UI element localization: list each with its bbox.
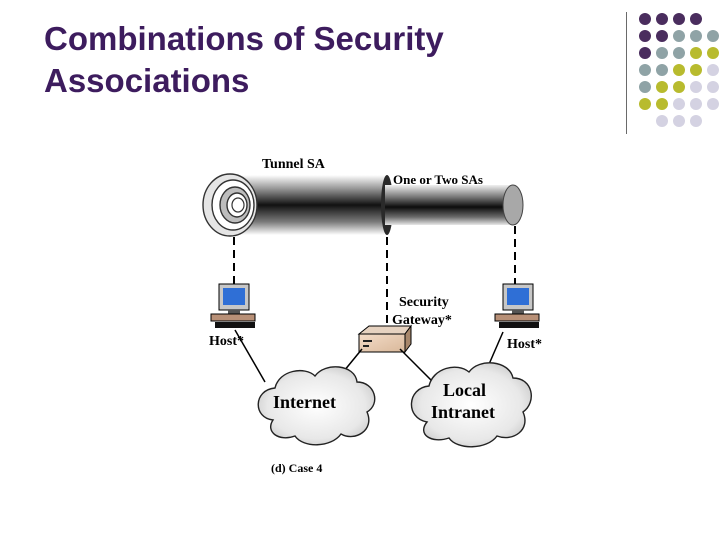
dot <box>639 98 651 110</box>
dot <box>656 81 668 93</box>
dot <box>673 115 685 127</box>
internet-cloud-icon <box>257 366 376 446</box>
dot <box>707 47 719 59</box>
dot <box>690 98 702 110</box>
gateway-label-line-2: Gateway* <box>392 313 452 328</box>
inner-sa-label: One or Two SAs <box>393 172 483 187</box>
slide-title-line-2: Associations <box>44 62 250 99</box>
decorative-dot-grid <box>639 13 719 127</box>
dot <box>673 81 685 93</box>
left-host-label: Host* <box>209 334 244 349</box>
dot <box>673 64 685 76</box>
dashed-connectors <box>233 226 516 325</box>
intranet-cloud-icon <box>410 362 532 448</box>
dot <box>639 47 651 59</box>
dot <box>639 13 651 25</box>
dot <box>707 81 719 93</box>
dot <box>656 47 668 59</box>
dot <box>690 115 702 127</box>
dot <box>690 13 702 25</box>
dot <box>639 30 651 42</box>
dot <box>656 30 668 42</box>
dot <box>673 30 685 42</box>
intranet-label-line-1: Local <box>443 380 486 400</box>
gateway-label-line-1: Security <box>399 295 449 310</box>
internet-label: Internet <box>273 392 336 412</box>
dot <box>639 81 651 93</box>
dot <box>707 64 719 76</box>
tunnel-sa-label: Tunnel SA <box>262 157 326 172</box>
dot <box>707 98 719 110</box>
decorative-divider <box>626 12 627 134</box>
left-host-computer-icon <box>210 283 256 328</box>
dot <box>690 81 702 93</box>
dot <box>690 64 702 76</box>
dot <box>673 47 685 59</box>
tunnel-opening-icon <box>202 173 258 237</box>
dot <box>673 13 685 25</box>
slide-title: Combinations of Security Associations <box>44 18 584 102</box>
slide-title-line-1: Combinations of Security <box>44 20 444 57</box>
dot <box>707 30 719 42</box>
right-host-label: Host* <box>507 337 542 352</box>
dot <box>656 115 668 127</box>
dot <box>656 98 668 110</box>
dot <box>690 30 702 42</box>
dot <box>673 98 685 110</box>
figure-caption: (d) Case 4 <box>271 461 322 475</box>
dot <box>656 13 668 25</box>
dot <box>656 64 668 76</box>
right-host-computer-icon <box>494 283 540 328</box>
security-association-diagram: Tunnel SA One or Two SAs Host* Host* Sec… <box>202 157 542 475</box>
security-gateway-router-icon <box>357 324 412 354</box>
dot <box>639 64 651 76</box>
dot <box>690 47 702 59</box>
intranet-label-line-2: Intranet <box>431 402 495 422</box>
